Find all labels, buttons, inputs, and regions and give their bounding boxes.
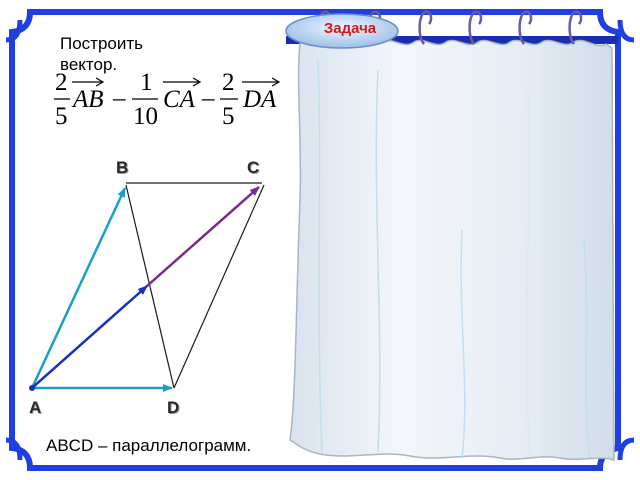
term1-vector: AB [73, 86, 104, 113]
task-badge[interactable] [285, 13, 399, 49]
term2-denominator: 10 [133, 103, 158, 130]
vector-a-to-mid [31, 285, 148, 389]
formula-graphics [54, 77, 281, 100]
task-instruction: Построить вектор. [60, 34, 144, 74]
caption: ABCD – параллелограмм. [46, 436, 252, 455]
vertex-a-dot [29, 385, 35, 391]
side-cd [173, 184, 265, 389]
vector-mid-to-c [146, 186, 260, 287]
term2-numerator: 1 [140, 69, 153, 96]
vertex-b-label: B [116, 158, 129, 177]
minus-sign-2: – [202, 85, 215, 112]
diagonal-bd [125, 184, 175, 389]
vertex-d-label: D [167, 398, 180, 417]
term3-vector: DA [243, 86, 277, 113]
term1-denominator: 5 [55, 103, 68, 130]
term2-vector: CA [163, 86, 195, 113]
term1-numerator: 2 [55, 69, 68, 96]
task-badge-label[interactable]: Задача [323, 20, 377, 37]
curtain[interactable] [289, 39, 615, 462]
vector-ab [30, 187, 127, 389]
vertex-a-label: A [29, 398, 42, 417]
term3-numerator: 2 [222, 69, 235, 96]
parallelogram-figure [29, 182, 265, 392]
term3-denominator: 5 [222, 103, 235, 130]
minus-sign-1: – [113, 85, 126, 112]
vertex-c-label: C [247, 158, 260, 177]
